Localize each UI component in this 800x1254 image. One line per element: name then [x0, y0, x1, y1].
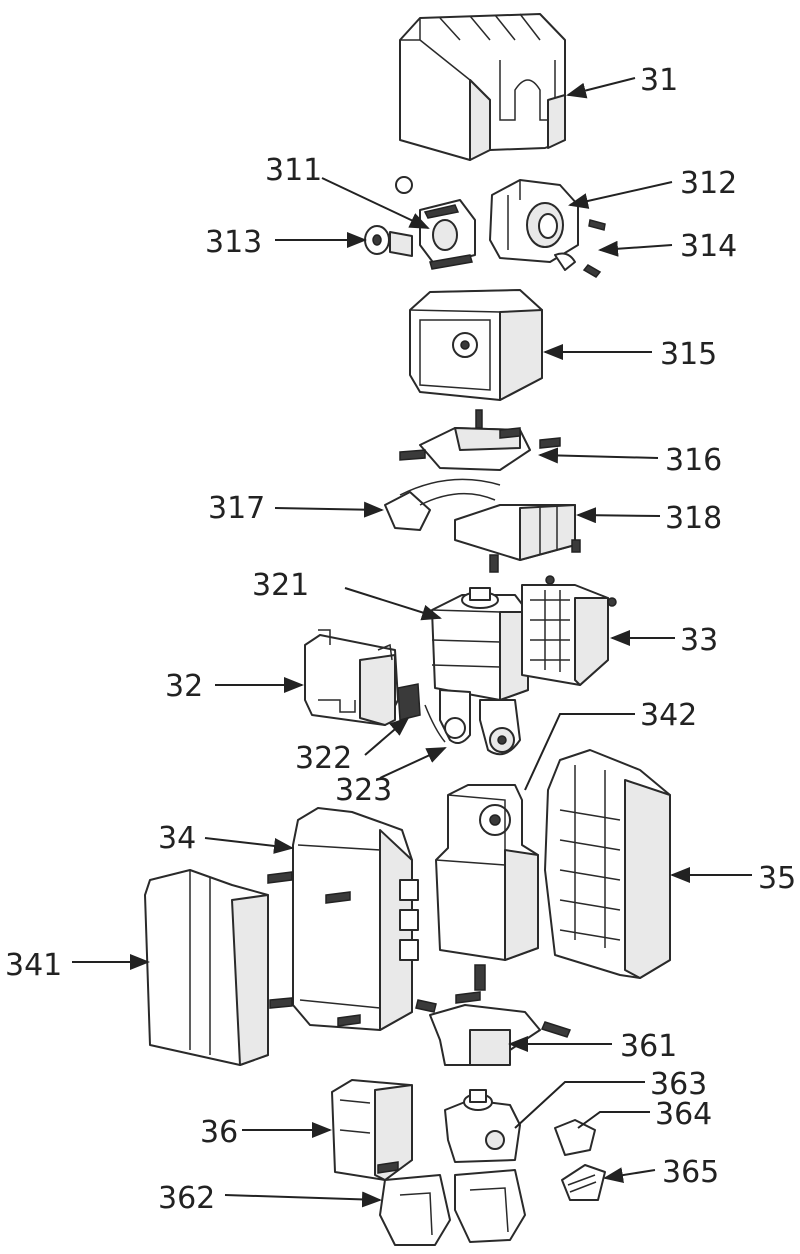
- part-36-lower-bracket: [332, 1080, 412, 1180]
- label-318: 318: [665, 501, 722, 536]
- label-322: 322: [295, 741, 352, 776]
- label-31: 31: [640, 63, 678, 98]
- part-315-gearbox: [410, 290, 542, 400]
- label-361: 361: [620, 1029, 677, 1064]
- part-342-motor: [436, 785, 538, 990]
- part-318-tray: [455, 505, 580, 572]
- label-341: 341: [5, 948, 62, 983]
- label-323: 323: [335, 773, 392, 808]
- part-35-frame: [545, 750, 670, 978]
- part-363-hinge: [445, 1090, 520, 1162]
- part-322-tab: [398, 684, 445, 742]
- label-311: 311: [265, 153, 322, 188]
- part-312-housing: [490, 180, 578, 262]
- part-34-housing: [268, 808, 418, 1030]
- part-313-knob: [365, 226, 412, 256]
- label-342: 342: [640, 698, 697, 733]
- label-32: 32: [165, 669, 203, 704]
- label-314: 314: [680, 229, 737, 264]
- part-32-left-shell: [305, 630, 398, 725]
- label-362: 362: [158, 1181, 215, 1216]
- label-313: 313: [205, 225, 262, 260]
- label-316: 316: [665, 443, 722, 478]
- part-362-legs: [378, 1162, 525, 1245]
- label-35: 35: [758, 861, 796, 896]
- label-34: 34: [158, 821, 196, 856]
- label-33: 33: [680, 623, 718, 658]
- label-315: 315: [660, 337, 717, 372]
- label-312: 312: [680, 166, 737, 201]
- part-321-motor: [432, 588, 528, 700]
- part-365-spring: [562, 1165, 605, 1200]
- part-323-swing-arm: [440, 690, 520, 754]
- part-364-clip: [555, 1120, 595, 1155]
- label-36: 36: [200, 1115, 238, 1150]
- part-341-cover: [145, 870, 268, 1065]
- part-361-base: [416, 992, 570, 1065]
- part-33-right-shell: [522, 576, 616, 685]
- label-364: 364: [655, 1097, 712, 1132]
- label-321: 321: [252, 568, 309, 603]
- part-31-top-cover: [400, 14, 565, 160]
- label-365: 365: [662, 1155, 719, 1190]
- label-317: 317: [208, 491, 265, 526]
- part-316-plate: [400, 410, 560, 470]
